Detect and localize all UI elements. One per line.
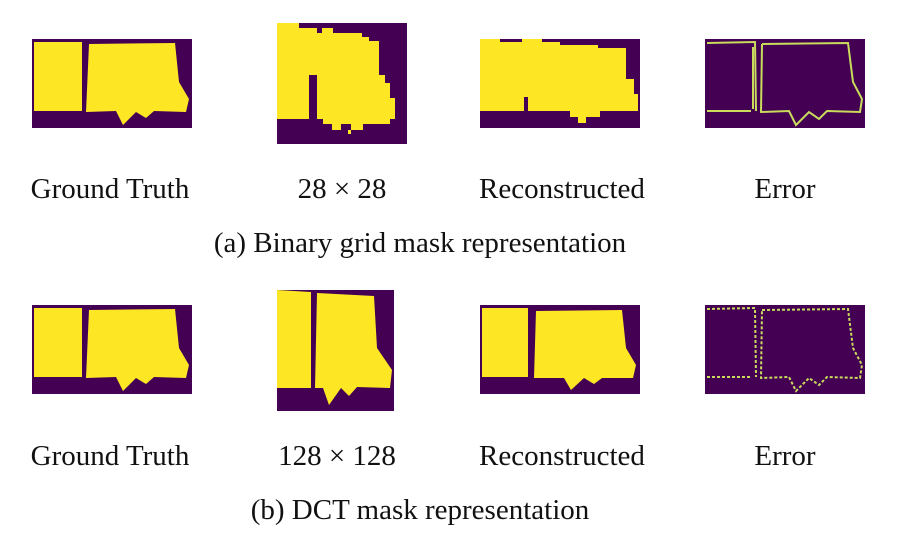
mask-ground-truth-a <box>32 39 192 128</box>
mask-dct-128-b <box>277 290 394 411</box>
label-reconstructed-a: Reconstructed <box>479 173 645 205</box>
mask-error-b <box>705 305 865 394</box>
mask-reconstructed-b <box>480 305 640 394</box>
label-ground-truth-b: Ground Truth <box>30 440 190 472</box>
caption-a: (a) Binary grid mask representation <box>213 227 627 259</box>
label-resolution-a: 28 × 28 <box>297 173 387 205</box>
label-reconstructed-b: Reconstructed <box>479 440 645 472</box>
label-ground-truth-a: Ground Truth <box>30 173 190 205</box>
mask-reconstructed-a <box>480 39 640 128</box>
label-error-a: Error <box>754 173 816 205</box>
label-error-b: Error <box>754 440 816 472</box>
mask-grid-28-a <box>277 23 407 144</box>
mask-error-a <box>705 39 865 128</box>
mask-ground-truth-b <box>32 305 192 394</box>
label-resolution-b: 128 × 128 <box>278 440 396 472</box>
caption-b: (b) DCT mask representation <box>250 494 590 526</box>
